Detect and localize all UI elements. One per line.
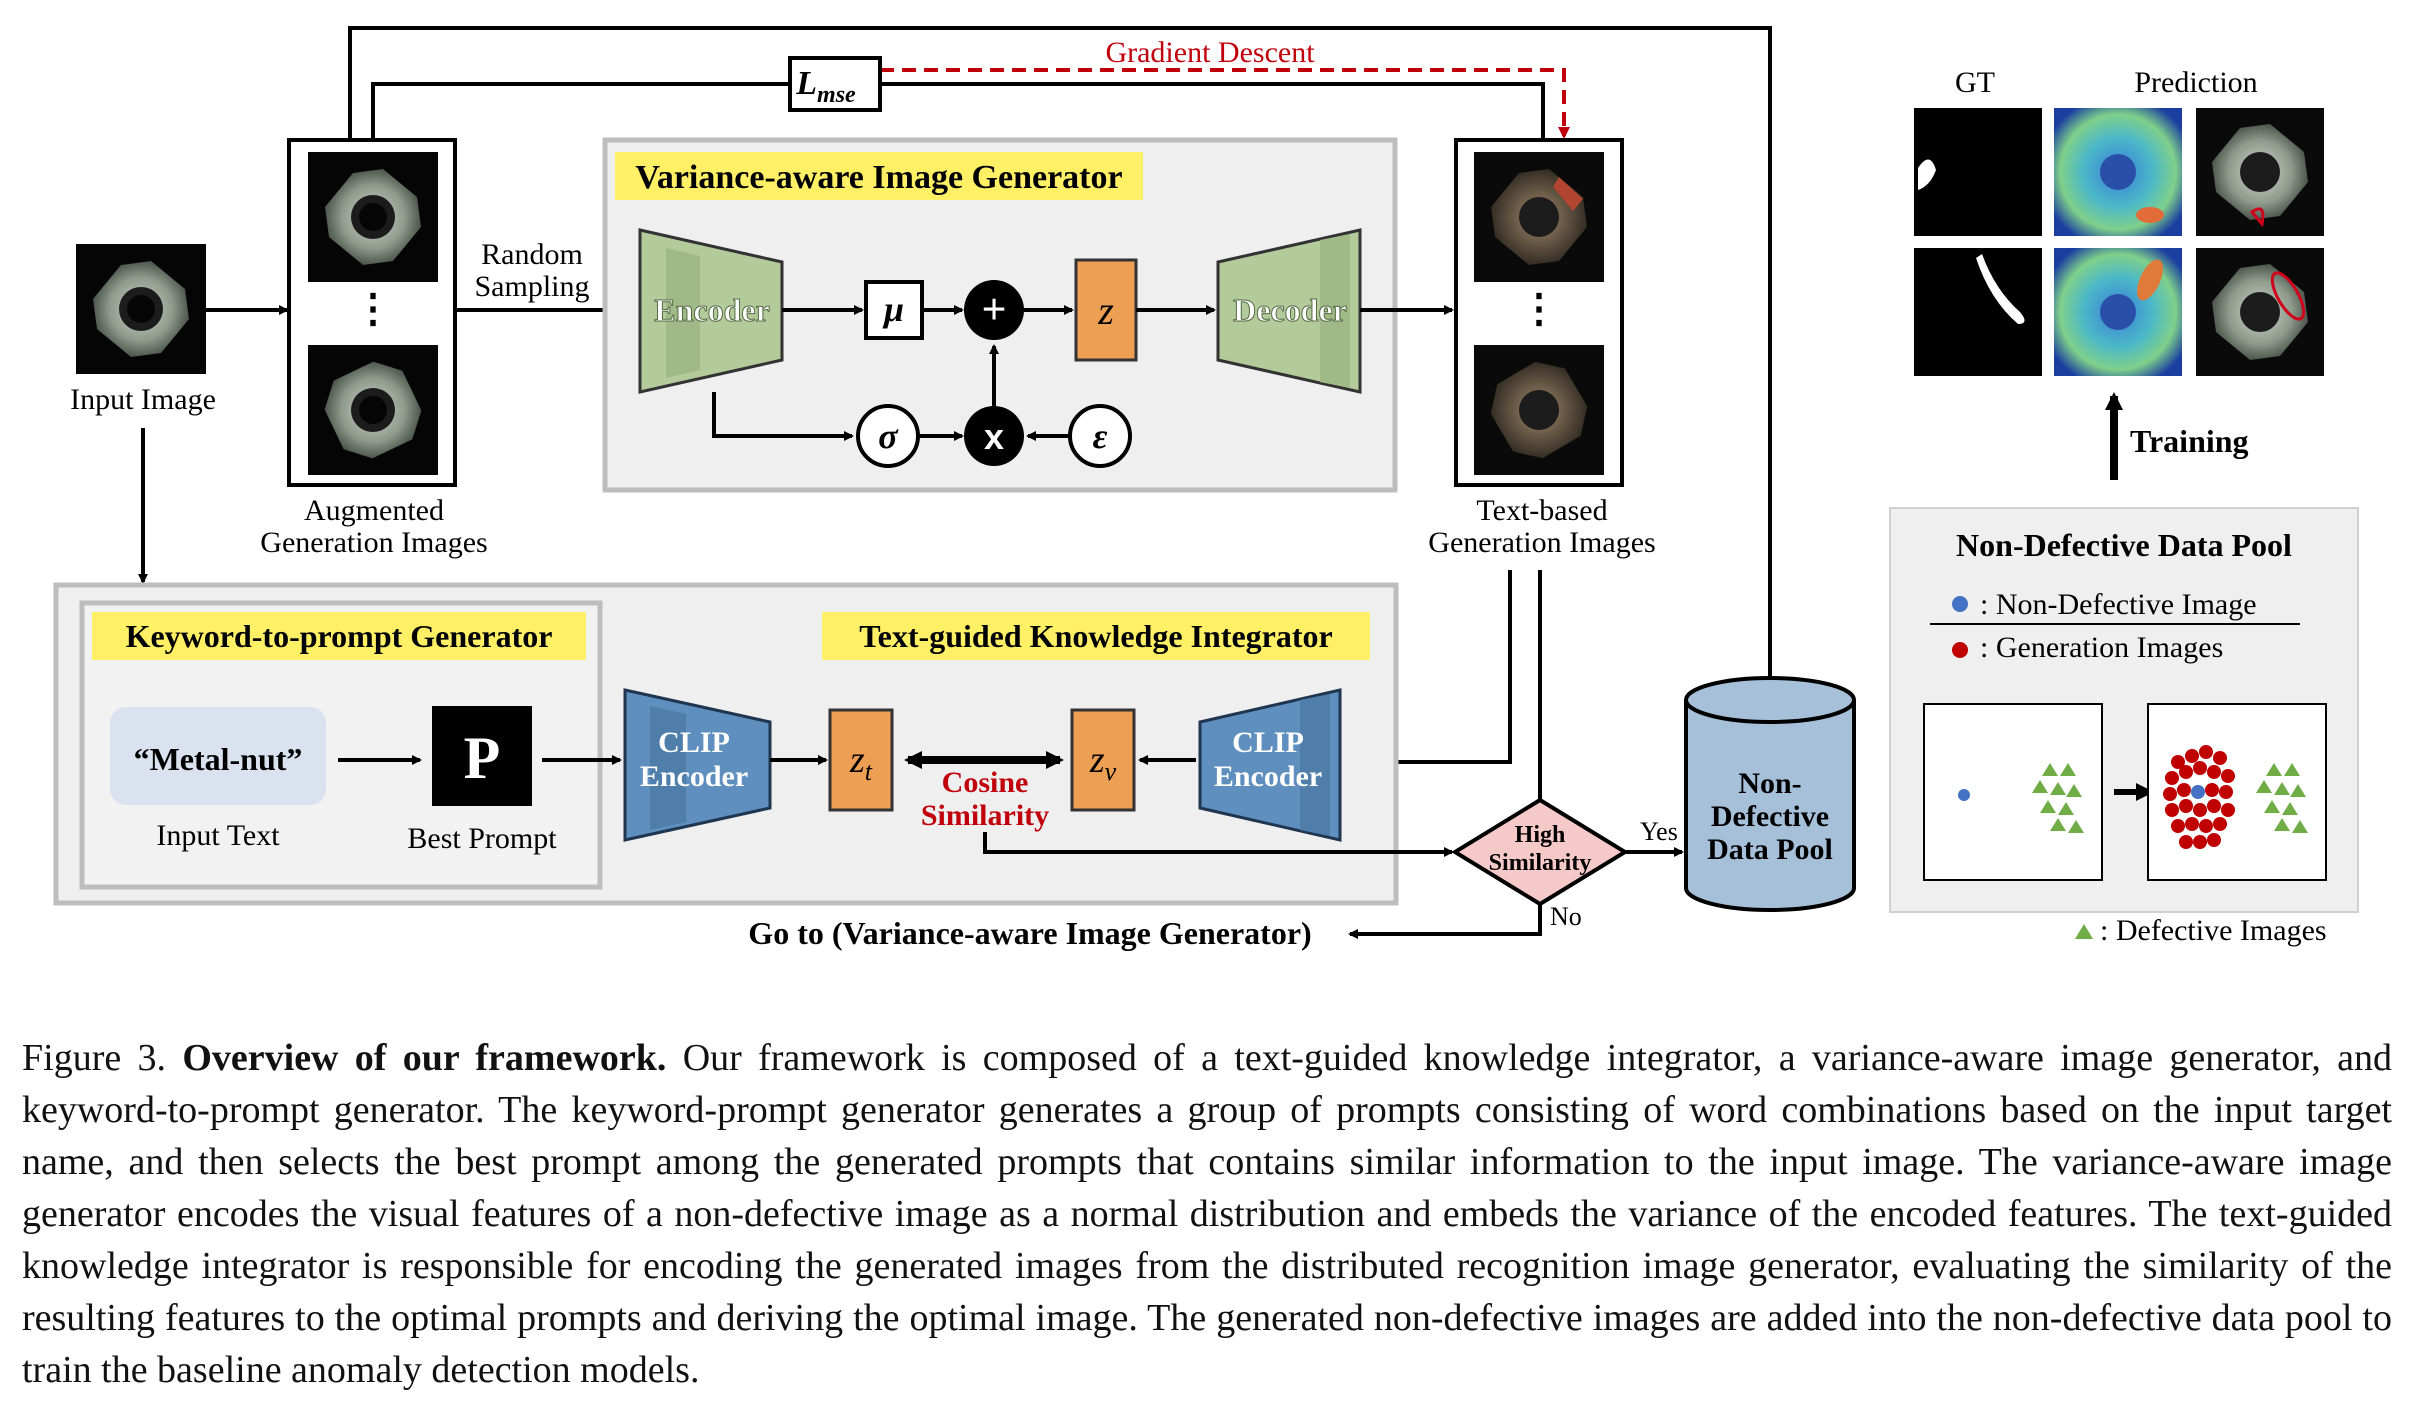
caption-figure-number: Figure 3. <box>22 1037 167 1079</box>
gradient-descent-label: Gradient Descent <box>1105 36 1315 69</box>
best-prompt-label: Best Prompt <box>407 822 557 855</box>
prediction-overlay-2 <box>2196 248 2324 376</box>
epsilon-node <box>1068 404 1132 468</box>
augmented-label-line1: Augmented <box>304 494 444 527</box>
pool-line3: Data Pool <box>1707 833 1833 866</box>
times-node <box>964 406 1024 466</box>
text-based-generation-images: ⋮ <box>1454 138 1624 487</box>
clip-encoder-image: CLIP Encoder <box>1198 688 1342 842</box>
vaig-panel: Variance-aware Image Generator Encoder μ… <box>602 137 1398 493</box>
legend-generation-dot <box>1952 642 1968 658</box>
plus-node <box>964 280 1024 340</box>
arrow-encoder-to-sigma <box>712 392 854 441</box>
gradient-descent-arrow <box>880 68 1570 139</box>
text-based-label-line2: Generation Images <box>1428 526 1655 559</box>
plus-symbol: + <box>981 285 1006 334</box>
input-text-value: “Metal-nut” <box>134 741 303 777</box>
lmse-label: L <box>795 65 817 102</box>
input-image-label: Input Image <box>70 383 216 416</box>
augmented-generation-images: ⋮ <box>287 138 457 487</box>
prompt-symbol: P <box>464 725 501 791</box>
arrow-cosine-to-decision <box>983 832 1454 857</box>
z-symbol: z <box>1097 288 1114 333</box>
decoder-label: Decoder <box>1233 292 1347 328</box>
encoder-block: Encoder <box>638 228 784 394</box>
lmse-box: Lmse <box>788 56 882 112</box>
high-sim-line2: Similarity <box>1489 850 1592 876</box>
times-symbol: x <box>984 416 1004 457</box>
caption-title: Overview of our framework. <box>182 1037 667 1079</box>
k2p-title: Keyword-to-prompt Generator <box>126 618 553 654</box>
vaig-title: Variance-aware Image Generator <box>635 159 1122 196</box>
augmented-ellipsis: ⋮ <box>353 286 393 331</box>
clip-encoder-text: CLIP Encoder <box>623 688 772 842</box>
best-prompt-box <box>432 706 532 806</box>
clip-encoder-text-line1: CLIP <box>658 726 730 759</box>
zv-symbol: z <box>1089 739 1105 781</box>
cosine-line1: Cosine <box>942 766 1029 799</box>
prediction-heatmap-1 <box>2054 108 2182 236</box>
svg-text:zt: zt <box>849 739 873 786</box>
legend-nondefective: : Non-Defective Image <box>1980 588 2257 621</box>
prediction-overlay-1 <box>2196 108 2324 236</box>
random-sampling-line1: Random <box>481 238 583 271</box>
wire-augmented-to-lmse <box>371 82 790 140</box>
high-similarity-decision: High Similarity <box>1451 797 1629 907</box>
arrow-augmented-to-pool <box>348 26 1775 716</box>
pool-line1: Non- <box>1738 767 1801 800</box>
text-based-ellipsis: ⋮ <box>1519 286 1559 331</box>
gt-mask-2 <box>1914 248 2042 376</box>
zt-symbol: z <box>849 739 865 781</box>
caption-text: Our framework is composed of a text-guid… <box>22 1037 2393 1391</box>
input-text-box <box>110 707 326 805</box>
arrow-text-based-to-clip <box>1342 570 1512 767</box>
prediction-heatmap-2 <box>2054 248 2182 376</box>
gt-mask-1 <box>1914 108 2042 236</box>
clip-encoder-image-line2: Encoder <box>1214 760 1322 793</box>
legend-defective-triangle <box>2075 924 2093 939</box>
ndp-panel: Non-Defective Data Pool : Non-Defective … <box>1889 507 2359 913</box>
non-defective-pool-cylinder: Non- Defective Data Pool <box>1684 676 1856 912</box>
zv-subscript: v <box>1105 757 1117 786</box>
zt-subscript: t <box>865 757 873 786</box>
lmse-subscript: mse <box>817 82 856 108</box>
decoder-block: Decoder <box>1216 228 1362 394</box>
prediction-label: Prediction <box>2134 66 2257 99</box>
legend-generation: : Generation Images <box>1980 631 2223 664</box>
tgki-title: Text-guided Knowledge Integrator <box>859 618 1332 654</box>
figure-caption: Figure 3. Overview of our framework. Our… <box>22 1032 2392 1396</box>
sigma-symbol: σ <box>878 416 899 456</box>
encoder-label: Encoder <box>654 292 770 328</box>
zv-box <box>1070 708 1136 812</box>
goto-label: Go to (Variance-aware Image Generator) <box>748 915 1311 951</box>
clip-encoder-text-line2: Encoder <box>640 760 748 793</box>
no-label: No <box>1550 902 1582 931</box>
gt-label: GT <box>1955 66 1995 99</box>
svg-text:Lmse: Lmse <box>795 65 856 108</box>
text-based-label-line1: Text-based <box>1476 494 1607 527</box>
random-sampling-line2: Sampling <box>474 270 589 303</box>
arrow-no-to-goto <box>1348 904 1542 939</box>
mu-box <box>864 280 924 340</box>
ndp-title: Non-Defective Data Pool <box>1956 527 2292 563</box>
input-image <box>76 244 206 374</box>
svg-text:zv: zv <box>1089 739 1117 786</box>
high-sim-line1: High <box>1515 822 1566 848</box>
yes-label: Yes <box>1640 817 1678 846</box>
augmented-label-line2: Generation Images <box>260 526 487 559</box>
framework-diagram: Input Image Gradient Descent Lmse ⋮ Augm… <box>53 26 2359 951</box>
training-label: Training <box>2130 423 2249 459</box>
integrator-panel: Keyword-to-prompt Generator “Metal-nut” … <box>53 582 1399 906</box>
cosine-line2: Similarity <box>921 799 1049 832</box>
pool-line2: Defective <box>1711 800 1829 833</box>
clip-encoder-image-line1: CLIP <box>1232 726 1304 759</box>
wire-lmse-to-text-based <box>880 82 1545 140</box>
legend-defective: : Defective Images <box>2100 914 2327 947</box>
input-text-label: Input Text <box>156 819 280 852</box>
zt-box <box>828 708 894 812</box>
epsilon-symbol: ε <box>1093 416 1108 456</box>
legend-nondefective-dot <box>1952 596 1968 612</box>
mu-symbol: μ <box>882 289 904 329</box>
